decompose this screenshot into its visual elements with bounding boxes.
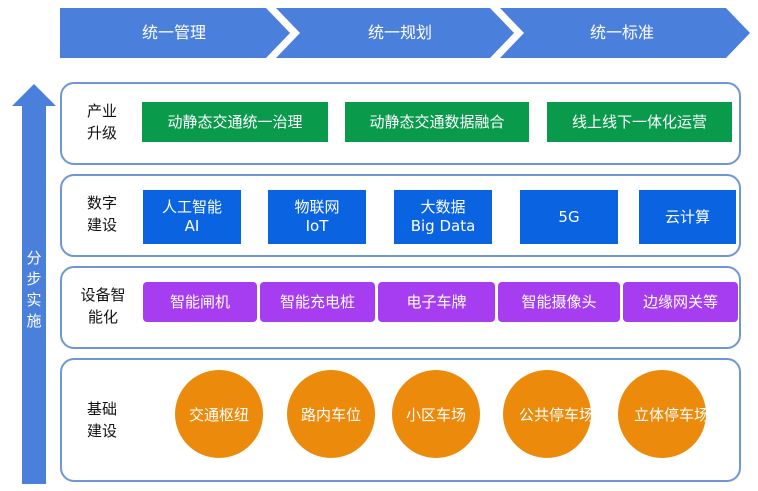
banner-label-planning: 统一规划 [367,23,432,42]
item-multilevel-parking: 立体停车场 [618,370,706,458]
phased-implementation-arrow [12,84,56,484]
item-smart-charger: 智能充电桩 [260,282,375,322]
layer-label-device: 设备智 能化 [80,286,126,326]
item-data-fusion: 动静态交通数据融合 [345,102,529,142]
item-residential-parking: 小区车场 [392,370,480,458]
item-edge-gateway: 边缘网关等 [623,282,738,322]
layer-label-industry: 产业 升级 [86,102,117,142]
item-online-offline-operation: 线上线下一体化运营 [547,102,732,142]
banner-label-management: 统一管理 [141,23,206,42]
banner-label-standard: 统一标准 [589,23,654,42]
item-5g: 5G [520,190,618,244]
item-public-parking: 公共停车场 [503,370,591,458]
item-transport-hub: 交通枢纽 [175,370,263,458]
banner-chevron-3 [500,8,750,58]
item-unified-governance: 动静态交通统一治理 [142,102,328,142]
layer-label-digital: 数字 建设 [86,194,117,234]
principles-banner [60,8,750,58]
banner-chevron-1 [60,8,290,58]
item-street-parking: 路内车位 [287,370,375,458]
item-cloud-computing: 云计算 [639,190,736,244]
layer-label-infra: 基础 建设 [86,400,117,440]
phased-implementation-label: 分 步 实 施 [26,249,42,330]
item-electronic-plate: 电子车牌 [378,282,495,322]
banner-chevron-2 [276,8,514,58]
item-smart-gate: 智能闸机 [143,282,257,322]
item-smart-camera: 智能摄像头 [498,282,620,322]
